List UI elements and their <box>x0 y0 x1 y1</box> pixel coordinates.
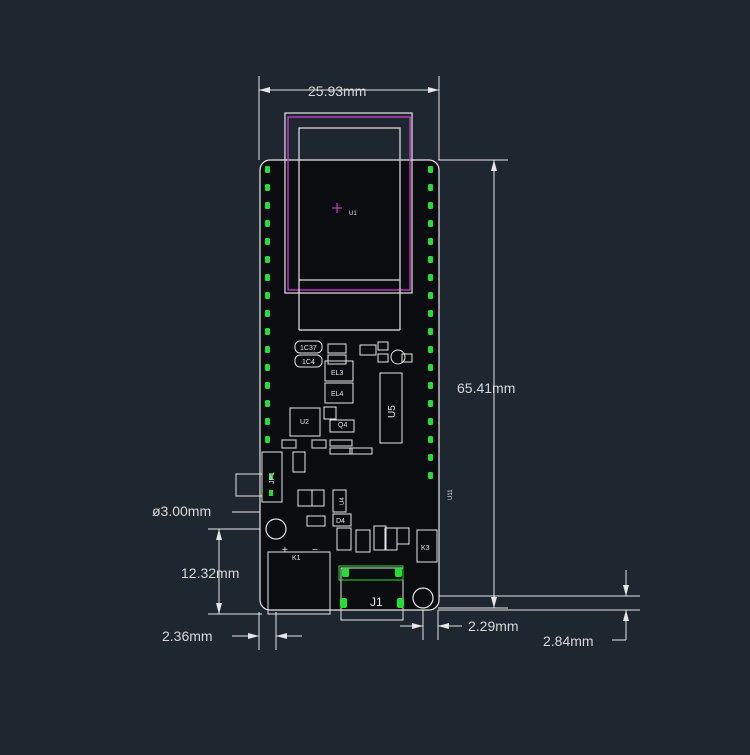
u2-label: U2 <box>300 419 309 426</box>
width-dimension: 25.93mm <box>308 83 366 99</box>
right-offset-dimension: 2.29mm <box>468 618 519 634</box>
d4-label: D4 <box>336 518 345 525</box>
minus-sign: − <box>312 545 318 556</box>
usb-pads <box>269 474 404 608</box>
esp-module: U1 <box>284 112 413 331</box>
c37-label: 1C37 <box>300 345 317 352</box>
components <box>235 340 438 621</box>
dimension-arrows <box>216 87 629 639</box>
left-offset-dimension: 2.36mm <box>162 628 213 644</box>
plus-sign: + <box>282 545 288 556</box>
c4-label: 1C4 <box>302 359 315 366</box>
k1-label: K1 <box>292 555 301 562</box>
q4-label: Q4 <box>338 422 347 429</box>
el4-label: EL4 <box>331 391 344 398</box>
u5-label: U5 <box>387 405 398 418</box>
height-dimension: 65.41mm <box>457 380 515 396</box>
u1-label: U1 <box>349 211 357 217</box>
mounting-hole-right <box>412 587 434 609</box>
pcb-board-outline <box>259 159 440 611</box>
right-pin-header <box>428 166 433 479</box>
hole-offset-dimension: 12.32mm <box>181 565 239 581</box>
left-pin-header <box>265 166 270 443</box>
u11-label: U11 <box>448 489 454 500</box>
u4-label: U4 <box>340 497 346 505</box>
j1-label: J1 <box>370 595 383 609</box>
k3-label: K3 <box>421 545 430 552</box>
el3-label: EL3 <box>331 370 344 377</box>
bottom-offset-dimension: 2.84mm <box>543 633 594 649</box>
hole-diameter-dimension: ø3.00mm <box>152 503 211 519</box>
jp1-label: JP1 <box>269 472 276 484</box>
mounting-hole-left <box>265 518 287 540</box>
